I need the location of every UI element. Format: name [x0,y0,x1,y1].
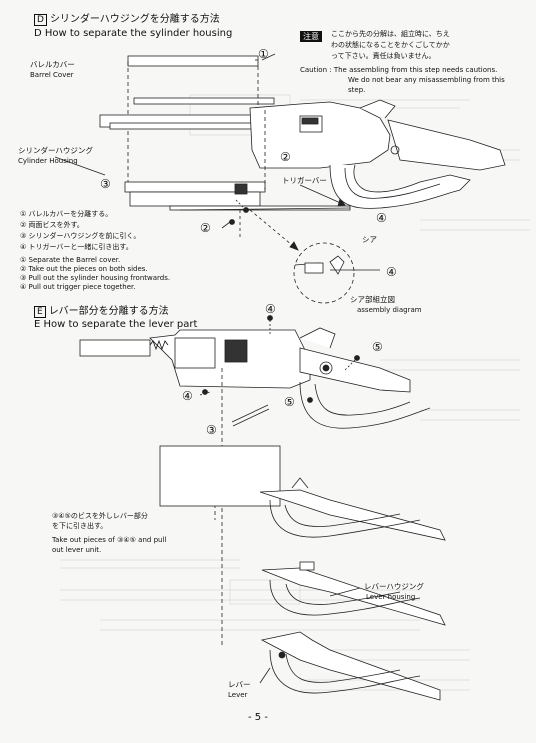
step-d-4-ja: ④ トリガーバーと一緒に引き出す。 [20,243,133,251]
caution-ja-1: ここから先の分解は、組立時に、ちえ [331,30,450,38]
callout-e-4a: ④ [265,302,276,316]
callout-1: ① [258,47,269,61]
callout-4b: ④ [386,265,397,279]
callout-3: ③ [100,177,111,191]
step-d-4-en: ④ Pull out trigger piece together. [20,283,136,291]
step-d-1-ja: ① バレルカバーを分離する。 [20,210,113,218]
lever-note-en-2: out lever unit. [52,546,102,554]
caution-ja-2: わの状態になることをかくごしてかか [331,41,450,49]
lever-housing-label-ja: レバーハウジング [364,582,424,591]
step-d-3-en: ③ Pull out the sylinder housing frontwar… [20,274,171,282]
cylinder-housing-label-en: Cylinder Housing [18,157,78,165]
step-d-3-ja: ③ シリンダーハウジングを前に引く。 [20,232,141,240]
callout-e-3: ③ [206,423,217,437]
step-d-2-ja: ② 両面ビスを外す。 [20,221,84,229]
sear-assembly-label-en: assembly diagram [357,306,422,314]
section-e-letter: E [34,306,46,318]
barrel-cover-label-en: Barrel Cover [30,71,74,79]
callout-4a: ④ [376,211,387,225]
caution-en-3: step. [348,86,366,94]
section-d-title-en: D How to separate the sylinder housing [34,28,233,39]
callout-e-4b: ④ [182,389,193,403]
step-d-2-en: ② Take out the pieces on both sides. [20,265,148,273]
lever-note-ja-2: を下に引き出す。 [52,522,108,530]
step-d-1-en: ① Separate the Barrel cover. [20,256,121,264]
barrel-cover-label-ja: バレルカバー [30,60,75,69]
lever-label-en: Lever [228,691,248,699]
section-d-letter: D [34,14,47,26]
section-e-title-en: E How to separate the lever part [34,319,198,330]
caution-tag: 注意 [300,31,322,42]
callout-2b: ② [200,221,211,235]
page-number: - 5 - [248,712,268,723]
lever-housing-label-en: Lever housing [366,593,416,601]
callout-2a: ② [280,150,291,164]
lever-note-ja-1: ③④⑤のビスを外しレバー部分 [52,512,148,520]
cylinder-housing-label-ja: シリンダーハウジング [18,146,93,155]
callout-e-5b: ⑤ [284,395,295,409]
caution-ja-3: って下さい。責任は負いません。 [331,52,436,60]
sear-label-ja: シア [362,235,377,244]
caution-en-2: We do not bear any misassembling from th… [348,76,505,84]
trigger-bar-label-ja: トリガーバー [282,176,327,185]
callout-e-5a: ⑤ [372,340,383,354]
caution-en-1: Caution : The assembling from this step … [300,66,498,74]
lever-note-en-1: Take out pieces of ③④⑤ and pull [52,536,167,544]
lever-label-ja: レバー [228,680,251,689]
sear-assembly-label-ja: シア部組立図 [350,295,395,304]
